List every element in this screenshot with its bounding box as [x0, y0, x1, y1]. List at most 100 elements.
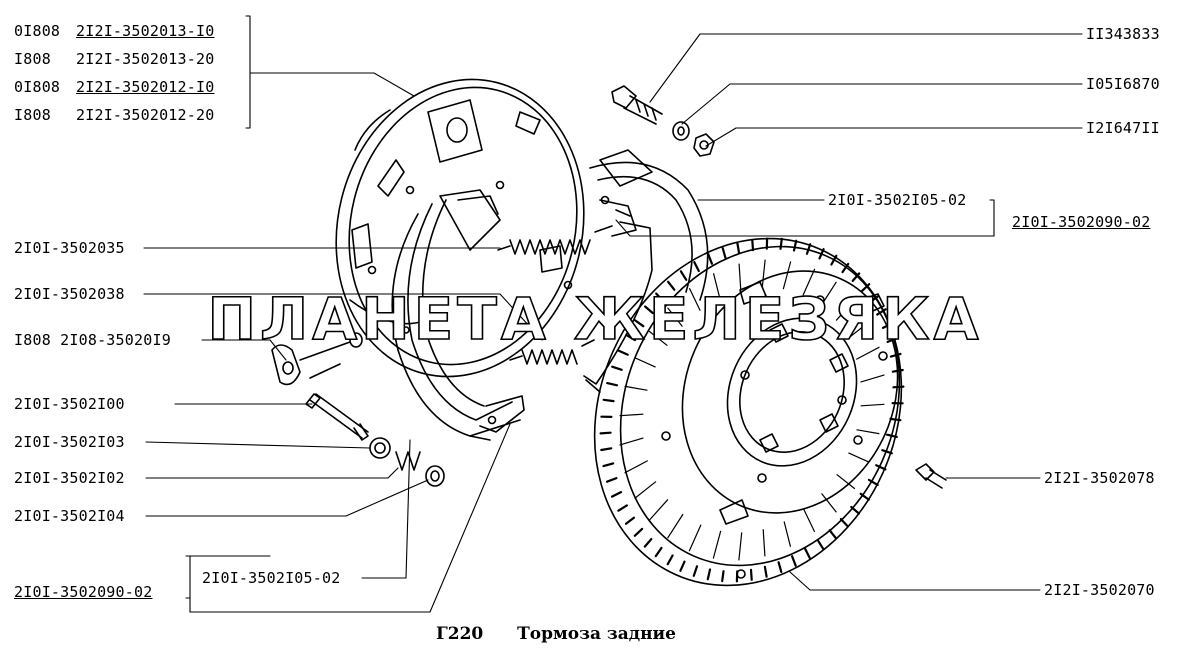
- brake-shoe-front: [391, 189, 525, 441]
- drum-fin: [859, 492, 870, 501]
- drum-rib: [856, 429, 880, 435]
- label-part-2101-3502090-02-right: 2I0I-3502090-02: [1012, 213, 1151, 231]
- drum-rib: [712, 273, 721, 299]
- drum-cooling-fins: [599, 237, 905, 583]
- drum-fin: [818, 248, 825, 260]
- label-part-2101-3502104: 2I0I-3502I04: [14, 507, 125, 525]
- drum-fin: [850, 505, 861, 515]
- drum-fin: [828, 529, 838, 540]
- label-part-2101-3502103: 2I0I-3502I03: [14, 433, 125, 451]
- drum-fin: [816, 539, 825, 550]
- drum-fin: [634, 319, 645, 328]
- drum-rib: [860, 403, 885, 407]
- drum-fin: [611, 365, 623, 371]
- drum-fin: [706, 568, 712, 581]
- adjuster-cam: [271, 332, 363, 386]
- label-part-10516870: I05I6870: [1086, 75, 1160, 93]
- drum-fin: [751, 239, 755, 252]
- drum-rib: [856, 346, 880, 360]
- drum-rib: [738, 263, 742, 291]
- drum-fin: [830, 254, 838, 266]
- drum-fin: [610, 491, 623, 498]
- drum-rib: [712, 530, 722, 559]
- drum-fin: [666, 280, 676, 291]
- drum-fin: [885, 433, 898, 438]
- drum-fin: [679, 270, 688, 281]
- drum-fin: [868, 295, 880, 304]
- drum-rib: [619, 413, 644, 417]
- drum-fin: [721, 246, 727, 259]
- bolt-washer-nut: [611, 85, 715, 157]
- drum-rib: [634, 357, 656, 368]
- drum-fin: [805, 243, 812, 255]
- drum-rib: [835, 299, 856, 321]
- figure-caption: Г220 Тормоза задние: [436, 624, 676, 644]
- drum-rib: [848, 452, 870, 463]
- drum-fin: [625, 334, 637, 342]
- drum-fin: [779, 237, 783, 250]
- drum-rib: [802, 268, 816, 296]
- drum-fin: [881, 322, 894, 329]
- drum-fin: [679, 560, 686, 572]
- watermark: ПЛАНЕТА ЖЕЛЕЗЯКА: [207, 284, 983, 354]
- label-part-1808-2108-3502019: I808 2I08-35020I9: [14, 331, 171, 349]
- label-part-2101-3502100: 2I0I-3502I00: [14, 395, 125, 413]
- drum-fin: [839, 517, 849, 528]
- drum-rib: [624, 385, 648, 391]
- drum-fin: [891, 368, 904, 373]
- label-part-2121-3502013-20: 2I2I-3502013-20: [76, 50, 215, 68]
- label-part-2101-3502102: 2I0I-3502I02: [14, 469, 125, 487]
- drum-fin: [721, 570, 725, 583]
- drum-fin: [602, 462, 615, 468]
- drum-fin: [736, 242, 741, 255]
- drum-fin: [643, 537, 653, 548]
- drum-fin: [654, 546, 663, 558]
- drum-fin: [624, 516, 636, 525]
- label-part-2101-3502090-02-left: 2I0I-3502090-02: [14, 583, 153, 601]
- drum-fin: [851, 272, 861, 282]
- lower-return-spring: [509, 339, 595, 365]
- label-part-1808-b: I808: [14, 106, 51, 124]
- drum-rib: [619, 437, 644, 446]
- drum-fin: [875, 464, 887, 471]
- drum-rib: [820, 281, 837, 307]
- upper-return-spring: [497, 225, 613, 255]
- drum-rib: [648, 499, 669, 521]
- drum-rib: [634, 481, 657, 499]
- backing-plate: [335, 78, 585, 378]
- drum-rib: [821, 493, 837, 513]
- brake-shoe-rear: [583, 149, 709, 393]
- drum-rib: [688, 288, 701, 311]
- drum-fin: [889, 417, 902, 422]
- drum-rib: [847, 321, 870, 339]
- drum-fin: [867, 478, 879, 486]
- drum-fin: [886, 337, 899, 343]
- label-part-2101-3502038: 2I0I-3502038: [14, 285, 125, 303]
- label-part-2101-3502035: 2I0I-3502035: [14, 239, 125, 257]
- drum-rib: [688, 524, 702, 552]
- drum-fin: [617, 504, 628, 512]
- drum-fin: [633, 527, 644, 537]
- label-part-11343833: II343833: [1086, 25, 1160, 43]
- drum-fin: [749, 568, 753, 581]
- drum-rib: [782, 261, 792, 290]
- drum-rib: [667, 307, 683, 327]
- wheel-bolt: [915, 463, 947, 489]
- label-part-01808-b: 0I808: [14, 78, 61, 96]
- label-part-01808-a: 0I808: [14, 22, 61, 40]
- figure-title: Тормоза задние: [517, 624, 676, 644]
- drum-fin: [876, 308, 887, 316]
- drum-fin: [777, 561, 783, 574]
- label-part-2121-3502012-10: 2I2I-3502012-I0: [76, 78, 215, 96]
- drum-rib: [667, 513, 684, 539]
- label-part-2101-3502105-02-right: 2I0I-3502I05-02: [828, 191, 967, 209]
- hold-down-kit: [305, 393, 445, 487]
- drum-fin: [889, 352, 902, 358]
- drum-fin: [790, 555, 797, 567]
- drum-rib: [762, 529, 766, 557]
- drum-fin: [599, 431, 612, 435]
- brake-drum: [593, 237, 903, 587]
- label-part-1808-a: I808: [14, 50, 51, 68]
